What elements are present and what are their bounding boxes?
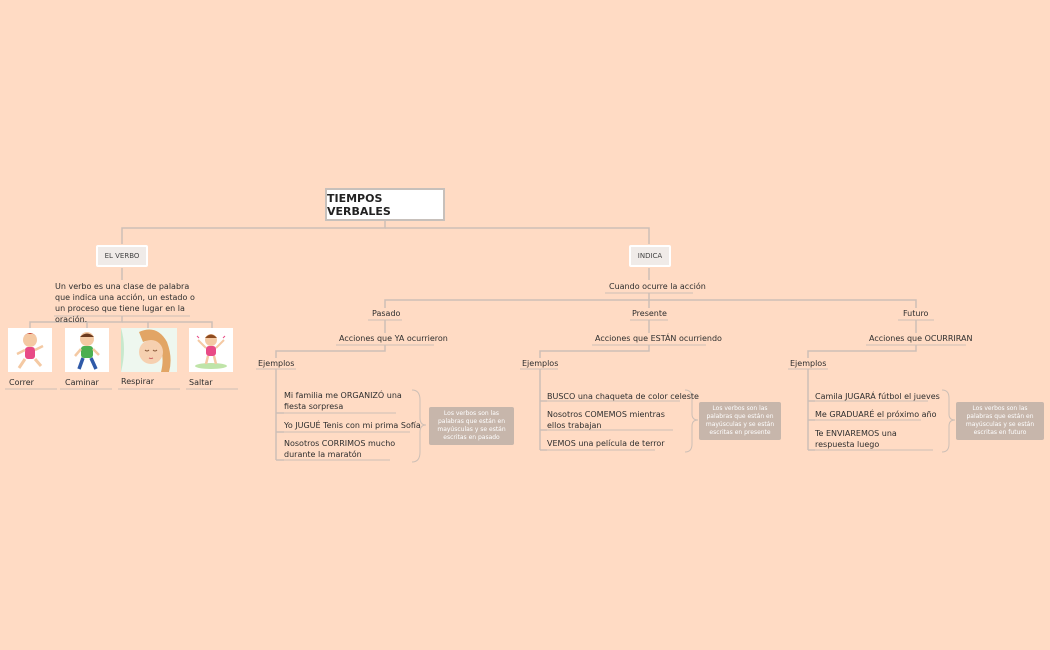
pasado-examples-label: Ejemplos — [258, 359, 295, 368]
example-label-correr: Correr — [9, 378, 34, 387]
example-label-saltar: Saltar — [189, 378, 213, 387]
presente-example-3: VEMOS una película de terror — [547, 439, 665, 448]
respirar-image — [121, 328, 177, 372]
tense-presente-desc: Acciones que ESTÁN ocurriendo — [595, 334, 722, 343]
tense-pasado: Pasado — [372, 309, 401, 318]
presente-example-2: Nosotros COMEMOS mientras ellos trabajan — [547, 410, 665, 430]
tense-pasado-desc: Acciones que YA ocurrieron — [339, 334, 448, 343]
example-label-respirar: Respirar — [121, 377, 155, 386]
futuro-example-2: Me GRADUARÉ el próximo año — [815, 410, 937, 419]
example-label-caminar: Caminar — [65, 378, 99, 387]
futuro-note: Los verbos son las palabras que están en… — [956, 402, 1044, 440]
correr-image — [8, 328, 52, 372]
pasado-example-1: Mi familia me ORGANIZÓ una fiesta sorpre… — [284, 391, 402, 411]
caminar-image — [65, 328, 109, 372]
saltar-image — [189, 328, 233, 372]
pasado-example-3: Nosotros CORRIMOS mucho durante la marat… — [284, 439, 396, 459]
indica-box[interactable]: INDICA — [629, 245, 671, 267]
futuro-examples-label: Ejemplos — [790, 359, 827, 368]
futuro-example-1: Camila JUGARÁ fútbol el jueves — [815, 392, 940, 401]
presente-example-1: BUSCO una chaqueta de color celeste — [547, 392, 699, 401]
tense-presente: Presente — [632, 309, 667, 318]
indica-subtitle: Cuando ocurre la acción — [609, 282, 706, 291]
presente-examples-label: Ejemplos — [522, 359, 559, 368]
el-verbo-box[interactable]: EL VERBO — [96, 245, 148, 267]
pasado-note: Los verbos son las palabras que están en… — [429, 407, 514, 445]
tense-futuro: Futuro — [903, 309, 929, 318]
presente-note: Los verbos son las palabras que están en… — [699, 402, 781, 440]
title-box[interactable]: TIEMPOS VERBALES — [325, 188, 445, 221]
verb-definition: Un verbo es una clase de palabra que ind… — [55, 282, 195, 324]
pasado-example-2: Yo JUGUÉ Tenis con mi prima Sofía — [284, 421, 421, 430]
futuro-example-3: Te ENVIAREMOS una respuesta luego — [815, 429, 897, 449]
tense-futuro-desc: Acciones que OCURRIRAN — [869, 334, 973, 343]
